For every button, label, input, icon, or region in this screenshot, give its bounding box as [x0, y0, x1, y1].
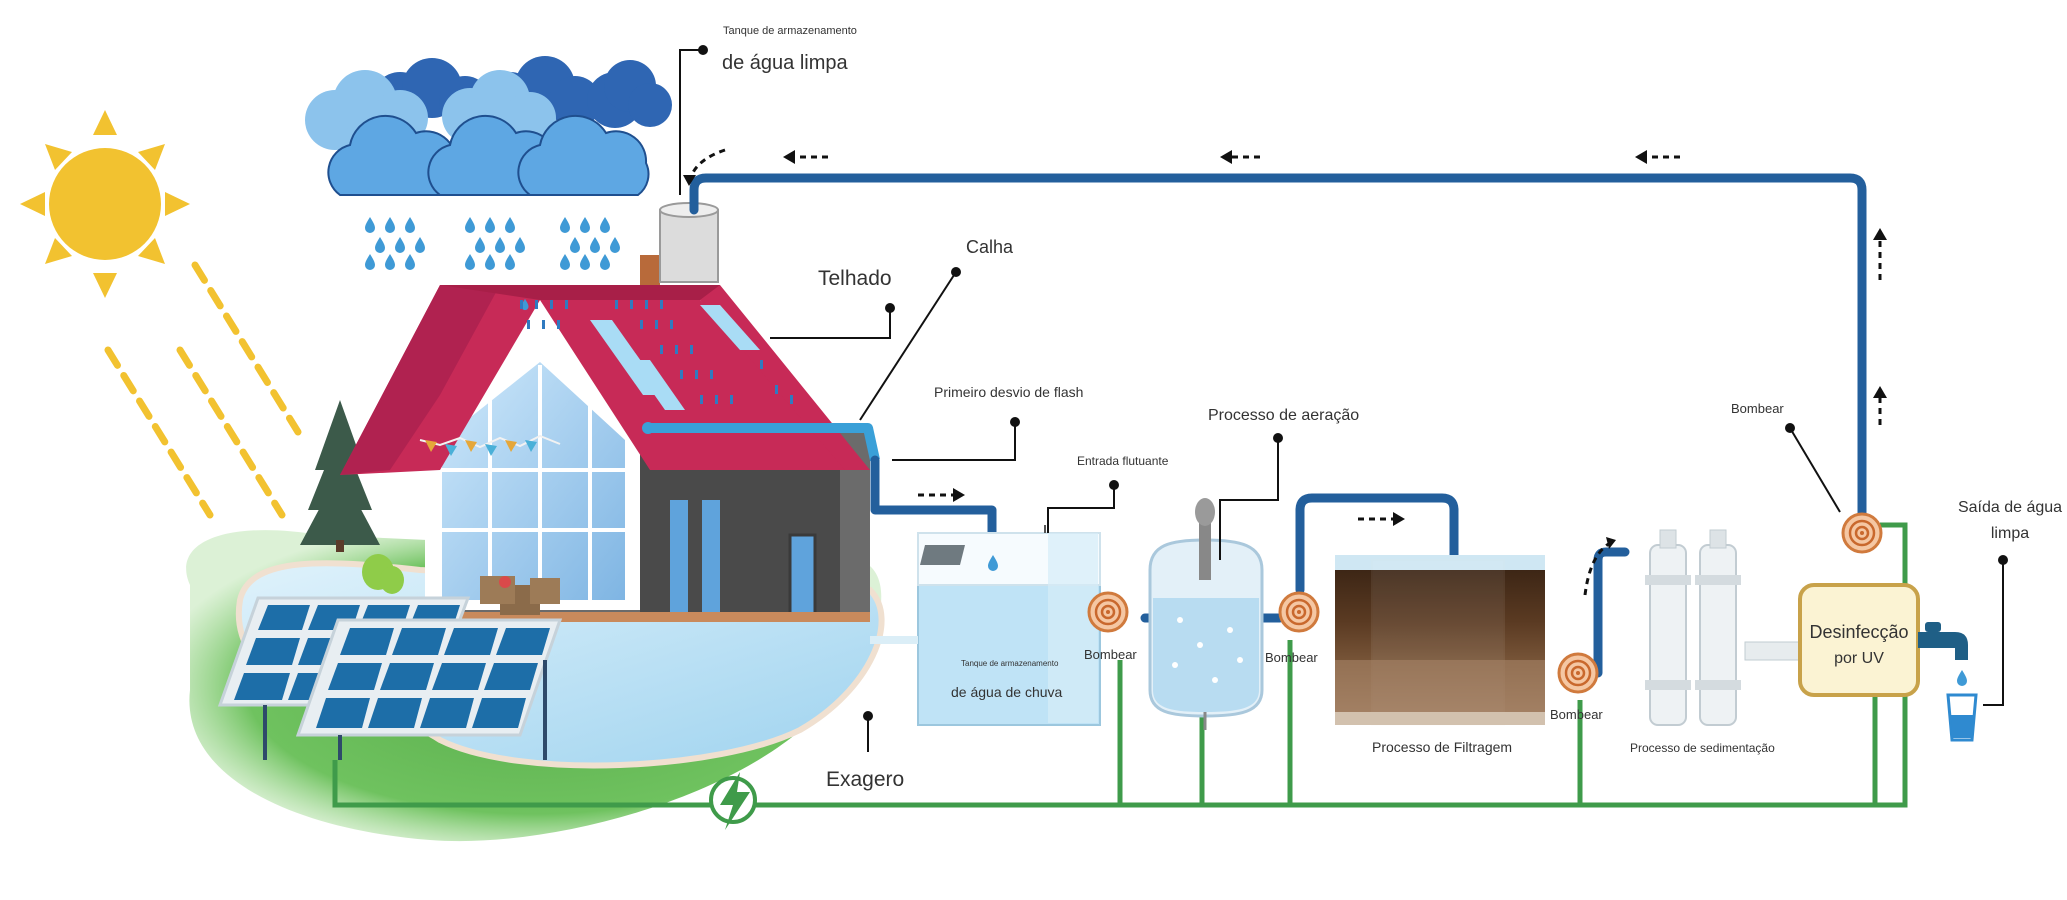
roof-rain-marks [520, 300, 793, 404]
filtration-tank [1335, 555, 1545, 726]
outlet-label-line2: limpa [1991, 525, 2029, 542]
raindrop-icon [365, 217, 620, 270]
pump-label-2: Bombear [1265, 650, 1318, 665]
rain-tank-label-small: Tanque de armazenamento [961, 659, 1059, 668]
cloud-icon [305, 56, 672, 196]
top-tank-label-small: Tanque de armazenamento [723, 25, 857, 37]
filtration-label: Processo de Filtragem [1372, 739, 1512, 755]
pump-icon [1278, 591, 1320, 633]
clean-water-storage-tank [659, 202, 719, 283]
sun-icon [20, 110, 190, 298]
overflow-label: Exagero [826, 768, 904, 791]
aeration-tank [1148, 498, 1264, 730]
sedimentation-columns [1645, 529, 1801, 726]
uv-label-line1: Desinfecção [1809, 622, 1908, 642]
glass-icon [1946, 693, 1978, 742]
arrow-heads [683, 150, 1887, 549]
power-lines [332, 522, 1908, 808]
top-tank-label-big: de água limpa [722, 52, 849, 74]
pump-icon [1841, 512, 1883, 554]
roof-label: Telhado [818, 267, 892, 290]
floating-inlet-label: Entrada flutuante [1077, 454, 1169, 468]
outlet-label-line1: Saída de água [1958, 499, 2062, 516]
pump-icon [1557, 652, 1599, 694]
solar-panel-icon [217, 596, 563, 760]
gutter-label: Calha [966, 237, 1014, 257]
leader-lines [679, 49, 2004, 752]
faucet-drop [1957, 670, 1967, 686]
house [420, 345, 870, 622]
sun-rays [104, 261, 302, 519]
leader-dots [698, 45, 2008, 721]
rain-tank-label-big: de água de chuva [951, 684, 1063, 700]
lightning-icon [709, 772, 757, 830]
rainwater-storage-tank [917, 525, 1101, 726]
pump-label-4: Bombear [1731, 401, 1784, 416]
first-flush-label: Primeiro desvio de flash [934, 384, 1083, 400]
gutter [642, 422, 880, 462]
pump-label-1: Bombear [1084, 647, 1137, 662]
bush [362, 554, 404, 594]
pump-icon [1087, 591, 1129, 633]
aeration-label: Processo de aeração [1208, 407, 1359, 424]
sedimentation-label: Processo de sedimentação [1630, 741, 1775, 755]
pump-label-3: Bombear [1550, 707, 1603, 722]
uv-label-line2: por UV [1834, 650, 1884, 667]
faucet-icon [1918, 622, 1968, 660]
